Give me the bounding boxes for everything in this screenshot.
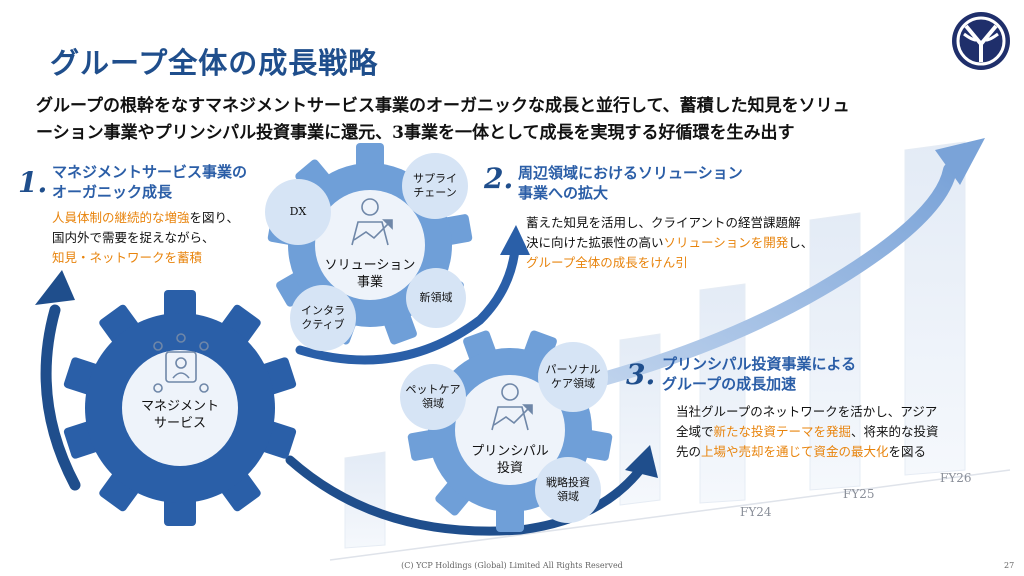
management-label-line1: マネジメント	[140, 399, 219, 414]
solution-satellite-inter	[290, 285, 356, 351]
satellite-inter-line2: クティブ	[301, 318, 345, 331]
middle-curve-arrow	[295, 245, 520, 365]
solution-label-line1: ソリューション	[324, 258, 416, 273]
section-2-number: 2.	[484, 162, 514, 195]
solution-satellite-supply	[402, 153, 468, 219]
section-1-body-line1: を図り、	[189, 210, 240, 225]
satellite-inter-line1: インタラ	[301, 304, 345, 317]
satellite-pet-line1: ペットケア	[405, 383, 461, 396]
person-chart-icon	[351, 198, 393, 246]
section-3-body-line3-pre: 先の	[676, 444, 702, 459]
section-2-body: 蓄えた知見を活用し、クライアントの経営課題解 決に向けた拡張性の高いソリューショ…	[526, 213, 813, 273]
solution-satellite-dx	[265, 179, 331, 245]
section-1-number: 1.	[18, 166, 48, 199]
solution-satellite-new	[406, 268, 466, 328]
section-2-title-line2: 事業への拡大	[518, 184, 609, 202]
management-gear	[63, 290, 297, 526]
solution-label-line2: 事業	[356, 275, 383, 290]
growth-arrow	[513, 163, 957, 407]
section-3-body-line3-post: を図る	[888, 444, 927, 459]
section-3-body-line2-post: 、将来的な投資	[851, 424, 939, 439]
section-2-highlight-1: ソリューションを開発	[663, 235, 789, 250]
section-3-title-line2: グループの成長加速	[662, 375, 797, 393]
management-label-line2: サービス	[153, 416, 206, 431]
growth-arrow-head	[935, 138, 985, 185]
satellite-personal-line1: パーソナル	[545, 363, 601, 376]
satellite-pet-label: ペットケア 領域	[400, 383, 466, 411]
satellite-personal-label: パーソナル ケア領域	[538, 363, 608, 391]
satellite-supply-line1: サプライ	[413, 172, 457, 185]
satellite-supply-label: サプライ チェーン	[405, 172, 465, 200]
lead-text-line1: グループの根幹をなすマネジメントサービス事業のオーガニックな成長と並行して、蓄積…	[36, 96, 850, 116]
person-chart-icon	[491, 383, 533, 431]
section-1-body: 人員体制の継続的な増強を図り、 国内外で需要を捉えながら、 知見・ネットワークを…	[52, 208, 239, 268]
section-3-title: プリンシパル投資事業による グループの成長加速	[662, 354, 856, 394]
copyright-footer: (C) YCP Holdings (Global) Limited All Ri…	[401, 561, 623, 570]
satellite-strategy-line1: 戦略投資	[546, 476, 590, 489]
section-1-title-line2: オーガニック成長	[52, 183, 173, 201]
principal-label-line1: プリンシパル	[471, 444, 549, 459]
principal-satellite-personal	[538, 342, 608, 412]
section-2-title: 周辺領域におけるソリューション 事業への拡大	[518, 163, 743, 203]
section-3-body-line1: 当社グループのネットワークを活かし、アジア	[676, 404, 938, 419]
section-1-highlight-2: 知見・ネットワークを蓄積	[52, 250, 203, 265]
satellite-pet-line2: 領域	[422, 397, 444, 410]
satellite-strategy-line2: 領域	[557, 490, 579, 503]
company-logo-icon	[952, 12, 1010, 70]
left-curve-arrow	[40, 304, 81, 491]
section-3-number: 3.	[626, 358, 656, 391]
satellite-supply-line2: チェーン	[413, 186, 457, 199]
satellite-personal-line2: ケア領域	[551, 377, 595, 390]
satellite-new-label: 新領域	[419, 291, 453, 304]
solution-gear-label: ソリューション 事業	[310, 257, 430, 291]
satellite-dx-label: DX	[289, 205, 307, 218]
fiscal-year-label: FY25	[843, 487, 875, 501]
page-title: グループ全体の成長戦略	[50, 46, 379, 80]
section-1-title: マネジメントサービス事業の オーガニック成長	[52, 162, 247, 202]
lead-text-line2: ーション事業やプリンシパル投資事業に還元、3事業を一体として成長を実現する好循環…	[36, 123, 795, 143]
section-1-highlight-1: 人員体制の継続的な増強	[52, 210, 190, 225]
bar-1	[344, 451, 386, 549]
section-2-highlight-2: グループ全体の成長をけん引	[526, 255, 688, 270]
section-3-highlight-2: 上場や売却を通じて資金の最大化	[701, 444, 889, 459]
fiscal-year-label: FY26	[940, 471, 972, 485]
satellite-strategy-label: 戦略投資 領域	[536, 476, 600, 504]
principal-label-line2: 投資	[496, 461, 523, 476]
bottom-curve-arrow-head	[625, 445, 658, 478]
section-2-body-line1: 蓄えた知見を活用し、クライアントの経営課題解	[526, 215, 801, 230]
fiscal-year-label: FY24	[740, 505, 772, 519]
page-number: 27	[1004, 561, 1015, 570]
section-3-body: 当社グループのネットワークを活かし、アジア 全域で新たな投資テーマを発掘、将来的…	[676, 402, 939, 462]
section-3-highlight-1: 新たな投資テーマを発掘	[713, 424, 852, 439]
principal-gear-label: プリンシパル 投資	[450, 443, 570, 477]
floor-line	[329, 469, 1011, 561]
section-3-title-line1: プリンシパル投資事業による	[662, 355, 857, 373]
satellite-inter-label: インタラ クティブ	[293, 304, 353, 332]
team-network-icon	[153, 333, 209, 393]
section-1-title-line1: マネジメントサービス事業の	[52, 163, 248, 181]
principal-satellite-pet	[400, 364, 466, 430]
management-gear-label: マネジメント サービス	[120, 398, 240, 432]
middle-curve-arrow-head	[500, 225, 530, 255]
section-2-title-line1: 周辺領域におけるソリューション	[518, 164, 743, 182]
principal-satellite-strategy	[535, 457, 601, 523]
section-1-body-line2: 国内外で需要を捉えながら、	[52, 230, 215, 245]
section-2-body-line2-pre: 決に向けた拡張性の高い	[526, 235, 664, 250]
section-2-body-line2-post: し、	[788, 235, 814, 250]
left-curve-arrow-head	[35, 270, 75, 305]
section-3-body-line2-pre: 全域で	[676, 424, 714, 439]
